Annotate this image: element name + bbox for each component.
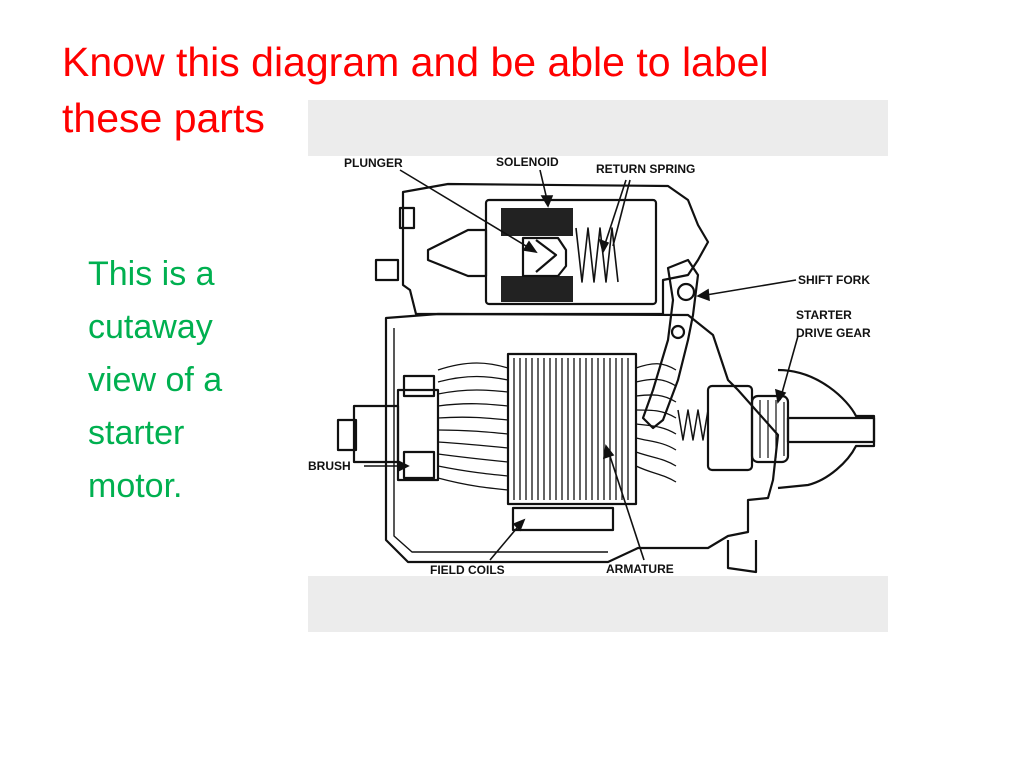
arrow-armature [602, 444, 615, 460]
leader-plunger [399, 169, 537, 253]
leader-return-spring-a [602, 179, 627, 251]
arrow-brush [397, 459, 410, 473]
arrow-return-spring [598, 238, 610, 255]
slide-title-line-2: these parts [62, 95, 265, 141]
leader-return-spring-b [612, 179, 631, 247]
armature-laminations [513, 358, 629, 500]
field-coil-bottom [511, 506, 615, 532]
label-starter: STARTER [796, 308, 852, 322]
plunger-body [521, 236, 568, 278]
solenoid-coil-bottom [501, 276, 573, 302]
leader-armature [607, 449, 645, 561]
arrow-drive-gear [774, 388, 787, 404]
caption-line-2: cutaway [88, 308, 213, 346]
label-brush: BRUSH [308, 459, 351, 473]
leader-shift-fork [699, 279, 797, 297]
field-coil-wires-right [635, 363, 677, 483]
output-shaft [786, 416, 876, 444]
caption-line-1: This is a [88, 255, 215, 293]
nose-housing [777, 368, 876, 490]
arrow-solenoid [540, 195, 554, 208]
arrow-shift-fork [696, 288, 710, 302]
leader-drive-gear [779, 335, 799, 401]
leader-lines [364, 169, 799, 561]
arrow-plunger [522, 240, 538, 254]
plunger-tip [535, 239, 558, 273]
return-spring-coil [575, 227, 619, 283]
armature-core [506, 352, 638, 506]
arrow-field-coils [512, 518, 526, 532]
terminal-stud-bottom [374, 258, 400, 282]
motor-housing [384, 312, 780, 564]
shaft-tip-left [336, 418, 358, 452]
shaft-end-left [352, 404, 400, 464]
label-drive-gear: DRIVE GEAR [796, 326, 871, 340]
label-armature: ARMATURE [606, 562, 674, 576]
caption-line-5: motor. [88, 467, 183, 505]
slide-title: Know this diagram and be able to label t… [62, 34, 902, 146]
fork-pivot-top [676, 282, 696, 302]
contact-disc [426, 228, 488, 278]
slide-title-line-1: Know this diagram and be able to label [62, 39, 769, 85]
field-coil-wires-left [437, 362, 509, 491]
starter-motor-diagram: PLUNGER SOLENOID RETURN SPRING SHIFT FOR… [308, 100, 888, 632]
leader-field-coils [489, 521, 523, 561]
diagram-top-panel [308, 100, 888, 156]
motor-drawing [336, 182, 876, 574]
label-solenoid: SOLENOID [496, 155, 559, 169]
solenoid-coil-top [501, 208, 573, 236]
label-return-spring: RETURN SPRING [596, 162, 695, 176]
brush-holder [402, 450, 436, 480]
label-field-coils: FIELD COILS [430, 563, 505, 577]
mounting-foot [726, 540, 758, 574]
caption-line-3: view of a [88, 361, 223, 399]
label-plunger: PLUNGER [344, 156, 403, 170]
drive-spring [677, 409, 709, 441]
caption-line-4: starter [88, 414, 185, 452]
diagram-svg: PLUNGER SOLENOID RETURN SPRING SHIFT FOR… [308, 100, 888, 632]
caption-text: This is a cutaway view of a starter moto… [88, 248, 268, 513]
drive-pinion [750, 394, 790, 464]
terminal-stud-top [398, 206, 416, 230]
brush-holder-top [402, 374, 436, 398]
label-shift-fork: SHIFT FORK [798, 273, 870, 287]
shift-fork-lever [641, 258, 700, 430]
fork-pivot-mid [670, 324, 686, 340]
diagram-bottom-panel [308, 576, 888, 632]
pinion-teeth [759, 400, 785, 458]
housing-inner [393, 328, 608, 553]
